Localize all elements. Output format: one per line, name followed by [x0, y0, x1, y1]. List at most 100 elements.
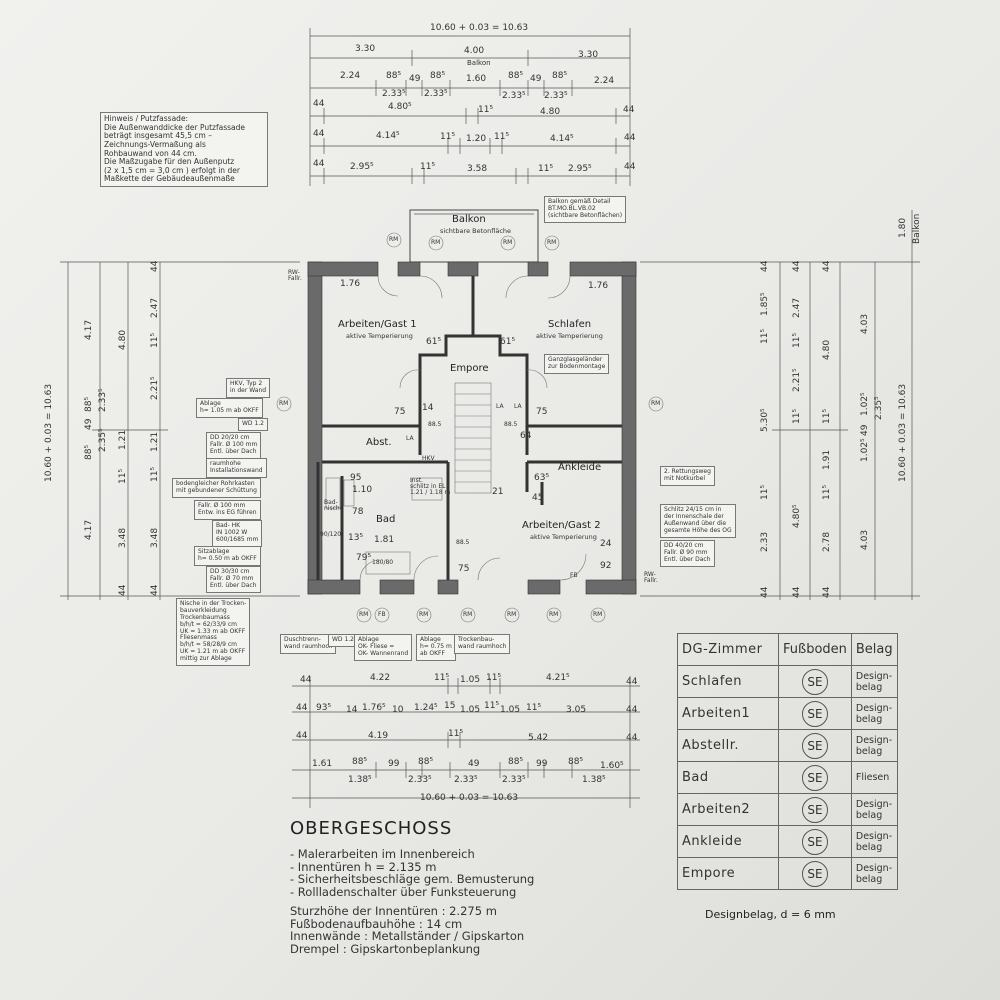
table-header-row: DG-Zimmer Fußboden Belag — [677, 633, 898, 666]
top-r2-8: 2.24 — [594, 76, 615, 86]
bot-r2-4: 10 — [392, 705, 404, 715]
left-b-4: 2.33⁵ — [98, 388, 108, 412]
dim-21: 21 — [492, 487, 504, 497]
left-d-7: 44 — [150, 584, 160, 596]
right-b-0: 44 — [792, 260, 802, 272]
bot-r3-3: 5.42 — [528, 733, 549, 743]
row-belag: Design- belag — [850, 697, 898, 730]
note-ablage1: Ablage h= 1.05 m ab OKFF — [196, 398, 263, 418]
top-r3-2: 11⁵ — [478, 105, 494, 115]
right-balkon-label: Balkon — [912, 213, 922, 244]
note-inst-schlitz: Inst. schlitz in EL 1.21 / 1.18 m — [410, 477, 451, 496]
rm-label-2: RM — [431, 239, 441, 246]
top-r4-4: 11⁵ — [494, 132, 510, 142]
floor-badge: SE — [801, 764, 828, 791]
note-trockenbau: Trockenbau- wand raumhoch — [454, 634, 511, 654]
row-belag: Design- belag — [850, 857, 898, 890]
note-dd2020: DD 20/20 cm Fallr. Ø 100 mm Entl. über D… — [206, 432, 262, 459]
top-r2-5: 88⁵ — [508, 71, 524, 81]
rm-label-11: RM — [549, 611, 559, 618]
bot-r4-5: 88⁵ — [508, 757, 524, 767]
left-b-0: 88⁵ — [84, 444, 94, 460]
top-r5-2: 11⁵ — [420, 162, 436, 172]
right-c-5: 2.78 — [822, 531, 832, 552]
rm-label-4: RM — [547, 239, 557, 246]
top-r2b-0: 2.33⁵ — [382, 89, 406, 99]
dim-885b: 88.5 — [504, 421, 518, 428]
top-r5-1: 2.95⁵ — [350, 162, 374, 172]
bot-r2-10: 11⁵ — [526, 703, 542, 713]
rm-label-6: RM — [651, 400, 661, 407]
note-badhk: Bad- HK IN 1002 W 600/1685 mm — [212, 520, 263, 547]
right-b-4: 11⁵ — [792, 408, 802, 424]
top-r2-7: 88⁵ — [552, 71, 568, 81]
right-b-5: 4.80⁵ — [792, 504, 802, 528]
badnische-label: Bad- nische — [324, 499, 344, 512]
rm-label-8: RM — [419, 611, 429, 618]
left-d-1: 2.47 — [150, 297, 160, 318]
bot-r2-0: 44 — [296, 703, 308, 713]
top-r2-1: 88⁵ — [386, 71, 402, 81]
top-r5-5: 2.95⁵ — [568, 164, 592, 174]
dim-180-80: 180/80 — [372, 559, 394, 566]
bot-r1-0: 44 — [300, 675, 312, 685]
floor-badge: SE — [801, 732, 828, 759]
table-row: Abstellr. SE Design- belag — [677, 729, 898, 762]
right-total-dim: 10.60 + 0.03 = 10.63 — [898, 383, 908, 482]
top-r4-2: 11⁵ — [440, 132, 456, 142]
row-room: Bad — [677, 761, 779, 794]
rm-label-5: RM — [279, 400, 289, 407]
note-wd: WD 1.2 — [238, 418, 269, 431]
rm-label-7: RM — [359, 611, 369, 618]
top-r2-6: 49 — [530, 74, 542, 84]
note-balkon-detail: Balkon gemäß Detail BT.MO.BL.VB.02 (sich… — [544, 196, 627, 223]
note-ganzglas: Ganzglasgeländer zur Bodenmontage — [544, 354, 610, 374]
left-c-0: 4.80 — [118, 329, 128, 350]
bot-r4-7: 88⁵ — [568, 757, 584, 767]
left-a-0: 4.17 — [84, 319, 94, 340]
right-b-6: 44 — [792, 586, 802, 598]
bullet-item: - Malerarbeiten im Innenbereich — [290, 847, 475, 861]
top-r4-6: 44 — [624, 133, 636, 143]
right-c-3: 1.91 — [822, 449, 832, 470]
floor-badge: SE — [801, 860, 828, 887]
note-sitzablage: Sitzablage h= 0.50 m ab OKFF — [194, 546, 261, 566]
dim-176b: 1.76 — [588, 281, 609, 291]
top-r2b-3: 2.33⁵ — [544, 91, 568, 101]
room-schlafen: Schlafen — [548, 319, 592, 330]
row-belag: Design- belag — [850, 825, 898, 858]
bot-r1-2: 11⁵ — [434, 673, 450, 683]
top-r3-4: 44 — [623, 105, 635, 115]
room-abst: Abst. — [366, 437, 392, 448]
right-d-4: 2.35⁵ — [874, 396, 884, 420]
bullet-item: - Rollladenschalter über Funksteuerung — [290, 884, 517, 899]
right-b-2: 11⁵ — [792, 332, 802, 348]
top-r2-0: 2.24 — [340, 71, 361, 81]
top-r3-1: 4.80⁵ — [388, 102, 412, 112]
dim-885c: 88.5 — [456, 539, 470, 546]
table-row: Empore SE Design- belag — [677, 857, 898, 890]
bot-r2-8: 11⁵ — [484, 701, 500, 711]
dim-885a: 88.5 — [428, 421, 442, 428]
top-r4-1: 4.14⁵ — [376, 131, 400, 141]
bot-r2-3: 1.76⁵ — [362, 703, 386, 713]
dim-78: 78 — [352, 507, 364, 517]
right-a-4: 11⁵ — [760, 484, 770, 500]
top-r2-2: 49 — [409, 74, 421, 84]
bot-r2-12: 44 — [626, 705, 638, 715]
bot-r4-6: 99 — [536, 759, 548, 769]
bullet-list: - Malerarbeiten im Innenbereich - Innent… — [290, 848, 534, 898]
bot-r4b-3: 2.33⁵ — [502, 775, 526, 785]
right-a-6: 44 — [760, 586, 770, 598]
right-b-1: 2.47 — [792, 297, 802, 318]
bot-r1-3: 1.05 — [460, 675, 481, 685]
left-a-1: 4.17 — [84, 519, 94, 540]
spec-item: Innenwände : Metallständer / Gipskarton — [290, 929, 525, 943]
left-b-2: 88⁵ — [84, 396, 94, 412]
header-fussboden: Fußboden — [778, 633, 852, 666]
bot-r3-0: 44 — [296, 731, 308, 741]
bot-r2-11: 3.05 — [566, 705, 587, 715]
dim-45: 45 — [532, 493, 544, 503]
